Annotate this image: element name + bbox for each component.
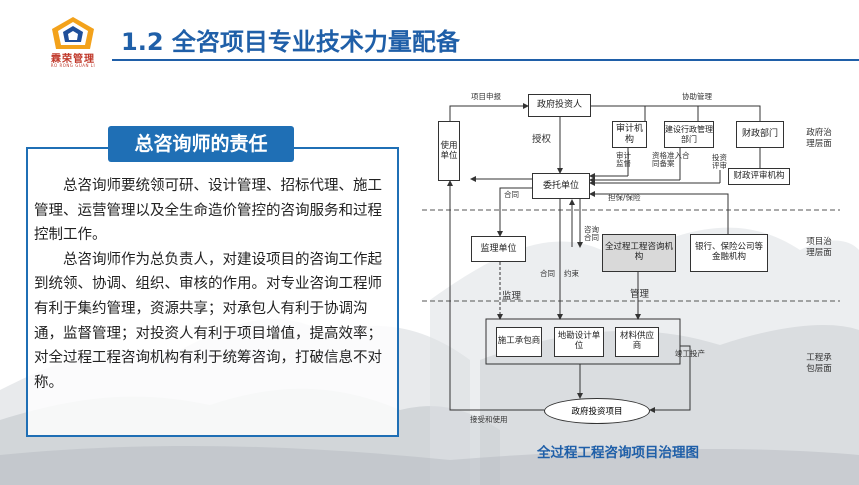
layer-gov: 政府治理层面	[806, 128, 832, 150]
logo-text: 霖荣管理	[51, 54, 95, 65]
gov-investor-node: 政府投资人	[528, 94, 591, 117]
construction-admin-node: 建设行政管理部门	[664, 121, 714, 148]
label-project-report: 项目申报	[471, 92, 501, 101]
label-authorize: 授权	[532, 134, 552, 145]
label-qualification: 资格准入合同备案	[652, 151, 690, 169]
supervision-unit-node: 监理单位	[471, 236, 526, 262]
contractor-node: 施工承包商	[496, 327, 542, 357]
duty-text: 总咨询师要统领可研、设计管理、招标代理、施工管理、运营管理以及全生命造价管控的咨…	[34, 174, 394, 395]
layer-project: 项目治理层面	[806, 237, 832, 259]
title-divider	[112, 59, 859, 61]
label-assist-manage: 协助管理	[682, 92, 712, 101]
duty-heading: 总咨询师的责任	[108, 126, 294, 162]
duty-panel	[26, 147, 399, 437]
label-supervise: 监理	[502, 291, 522, 302]
duty-paragraph-1: 总咨询师要统领可研、设计管理、招标代理、施工管理、运营管理以及全生命造价管控的咨…	[34, 178, 382, 244]
label-agreement: 约束	[564, 269, 579, 278]
financial-institutions-node: 银行、保险公司等金融机构	[690, 234, 768, 272]
label-manage: 管理	[630, 289, 650, 300]
label-investment-review: 投资评审	[712, 153, 727, 171]
logo-subtext: RO RONG GUAN LI	[50, 63, 96, 68]
gov-project-node: 政府投资项目	[544, 398, 650, 424]
material-supplier-node: 材料供应商	[615, 327, 659, 357]
label-consult-contract: 咨询合同	[584, 225, 599, 243]
duty-paragraph-2: 总咨询师作为总负责人，对建设项目的咨询工作起到统领、协调、组织、审核的作用。对专…	[34, 251, 382, 391]
diagram-lines	[420, 103, 840, 413]
consulting-org-node: 全过程工程咨询机构	[602, 234, 676, 272]
client-unit-node: 委托单位	[532, 173, 590, 199]
label-contract-1: 合同	[504, 190, 519, 199]
user-unit-node: 使用单位	[438, 121, 460, 181]
page-title: 1.2 全咨项目专业技术力量配备	[121, 28, 460, 56]
label-contract-2: 合同	[540, 269, 555, 278]
label-audit-supervise: 审计监督	[616, 151, 631, 169]
company-logo: 霖荣管理 RO RONG GUAN LI	[44, 16, 102, 68]
diagram-caption: 全过程工程咨询项目治理图	[537, 445, 699, 461]
logo-icon	[52, 17, 94, 49]
survey-design-node: 地勘设计单位	[554, 327, 604, 357]
finance-review-node: 财政评审机构	[728, 168, 790, 185]
label-accept-use: 接受和使用	[470, 415, 508, 424]
label-completion: 竣工投产	[675, 349, 705, 358]
audit-node: 审计机构	[612, 121, 647, 148]
finance-dept-node: 财政部门	[736, 121, 784, 148]
label-guarantee: 担保/保险	[608, 193, 641, 202]
layer-engineering: 工程承包层面	[806, 353, 832, 375]
